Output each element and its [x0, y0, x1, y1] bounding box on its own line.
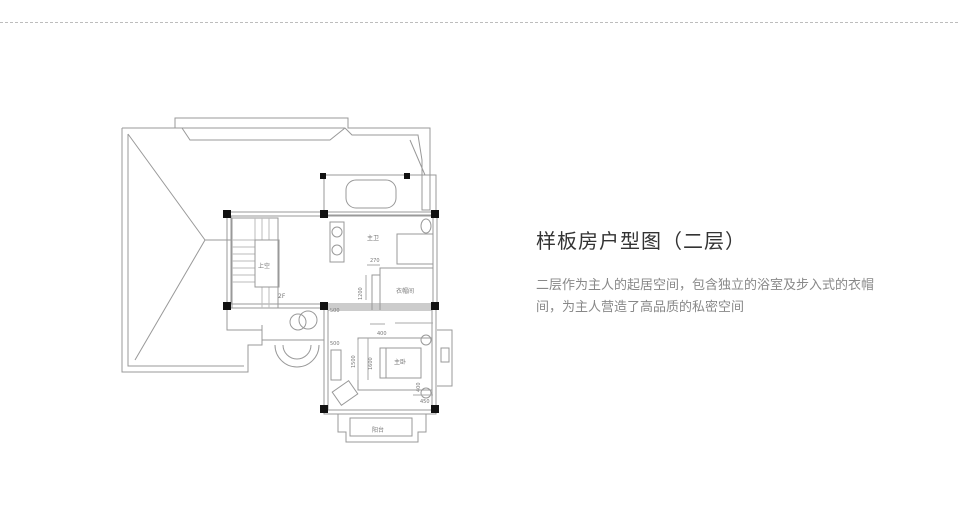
label-void: 上空: [258, 262, 270, 270]
label-2f: 2F: [278, 293, 286, 300]
dim-270: 270: [370, 258, 380, 264]
label-closet: 衣帽间: [396, 287, 414, 295]
dim-500a: 500: [330, 308, 340, 314]
label-master-bath: 主卫: [367, 234, 379, 242]
dim-400: 400: [377, 331, 387, 337]
label-balcony: 阳台: [372, 426, 384, 434]
page-title: 样板房户型图（二层）: [536, 229, 746, 253]
dim-500b: 500: [330, 341, 340, 347]
description: 二层作为主人的起居空间，包含独立的浴室及步入式的衣帽间，为主人营造了高品质的私密…: [536, 278, 875, 315]
dim-400b: 400: [416, 382, 422, 392]
dim-450: 450: [420, 399, 430, 405]
dim-1200: 1200: [358, 287, 364, 300]
dim-1500: 1500: [351, 355, 357, 368]
floor-plan-second-floor: 主卫 上空 2F 衣帽间 主卧 阳台 270 1200 500 500 1500…: [121, 117, 453, 443]
dim-1600: 1600: [368, 357, 374, 370]
label-master-bedroom: 主卧: [394, 358, 406, 366]
top-dashed-divider: [0, 22, 958, 23]
